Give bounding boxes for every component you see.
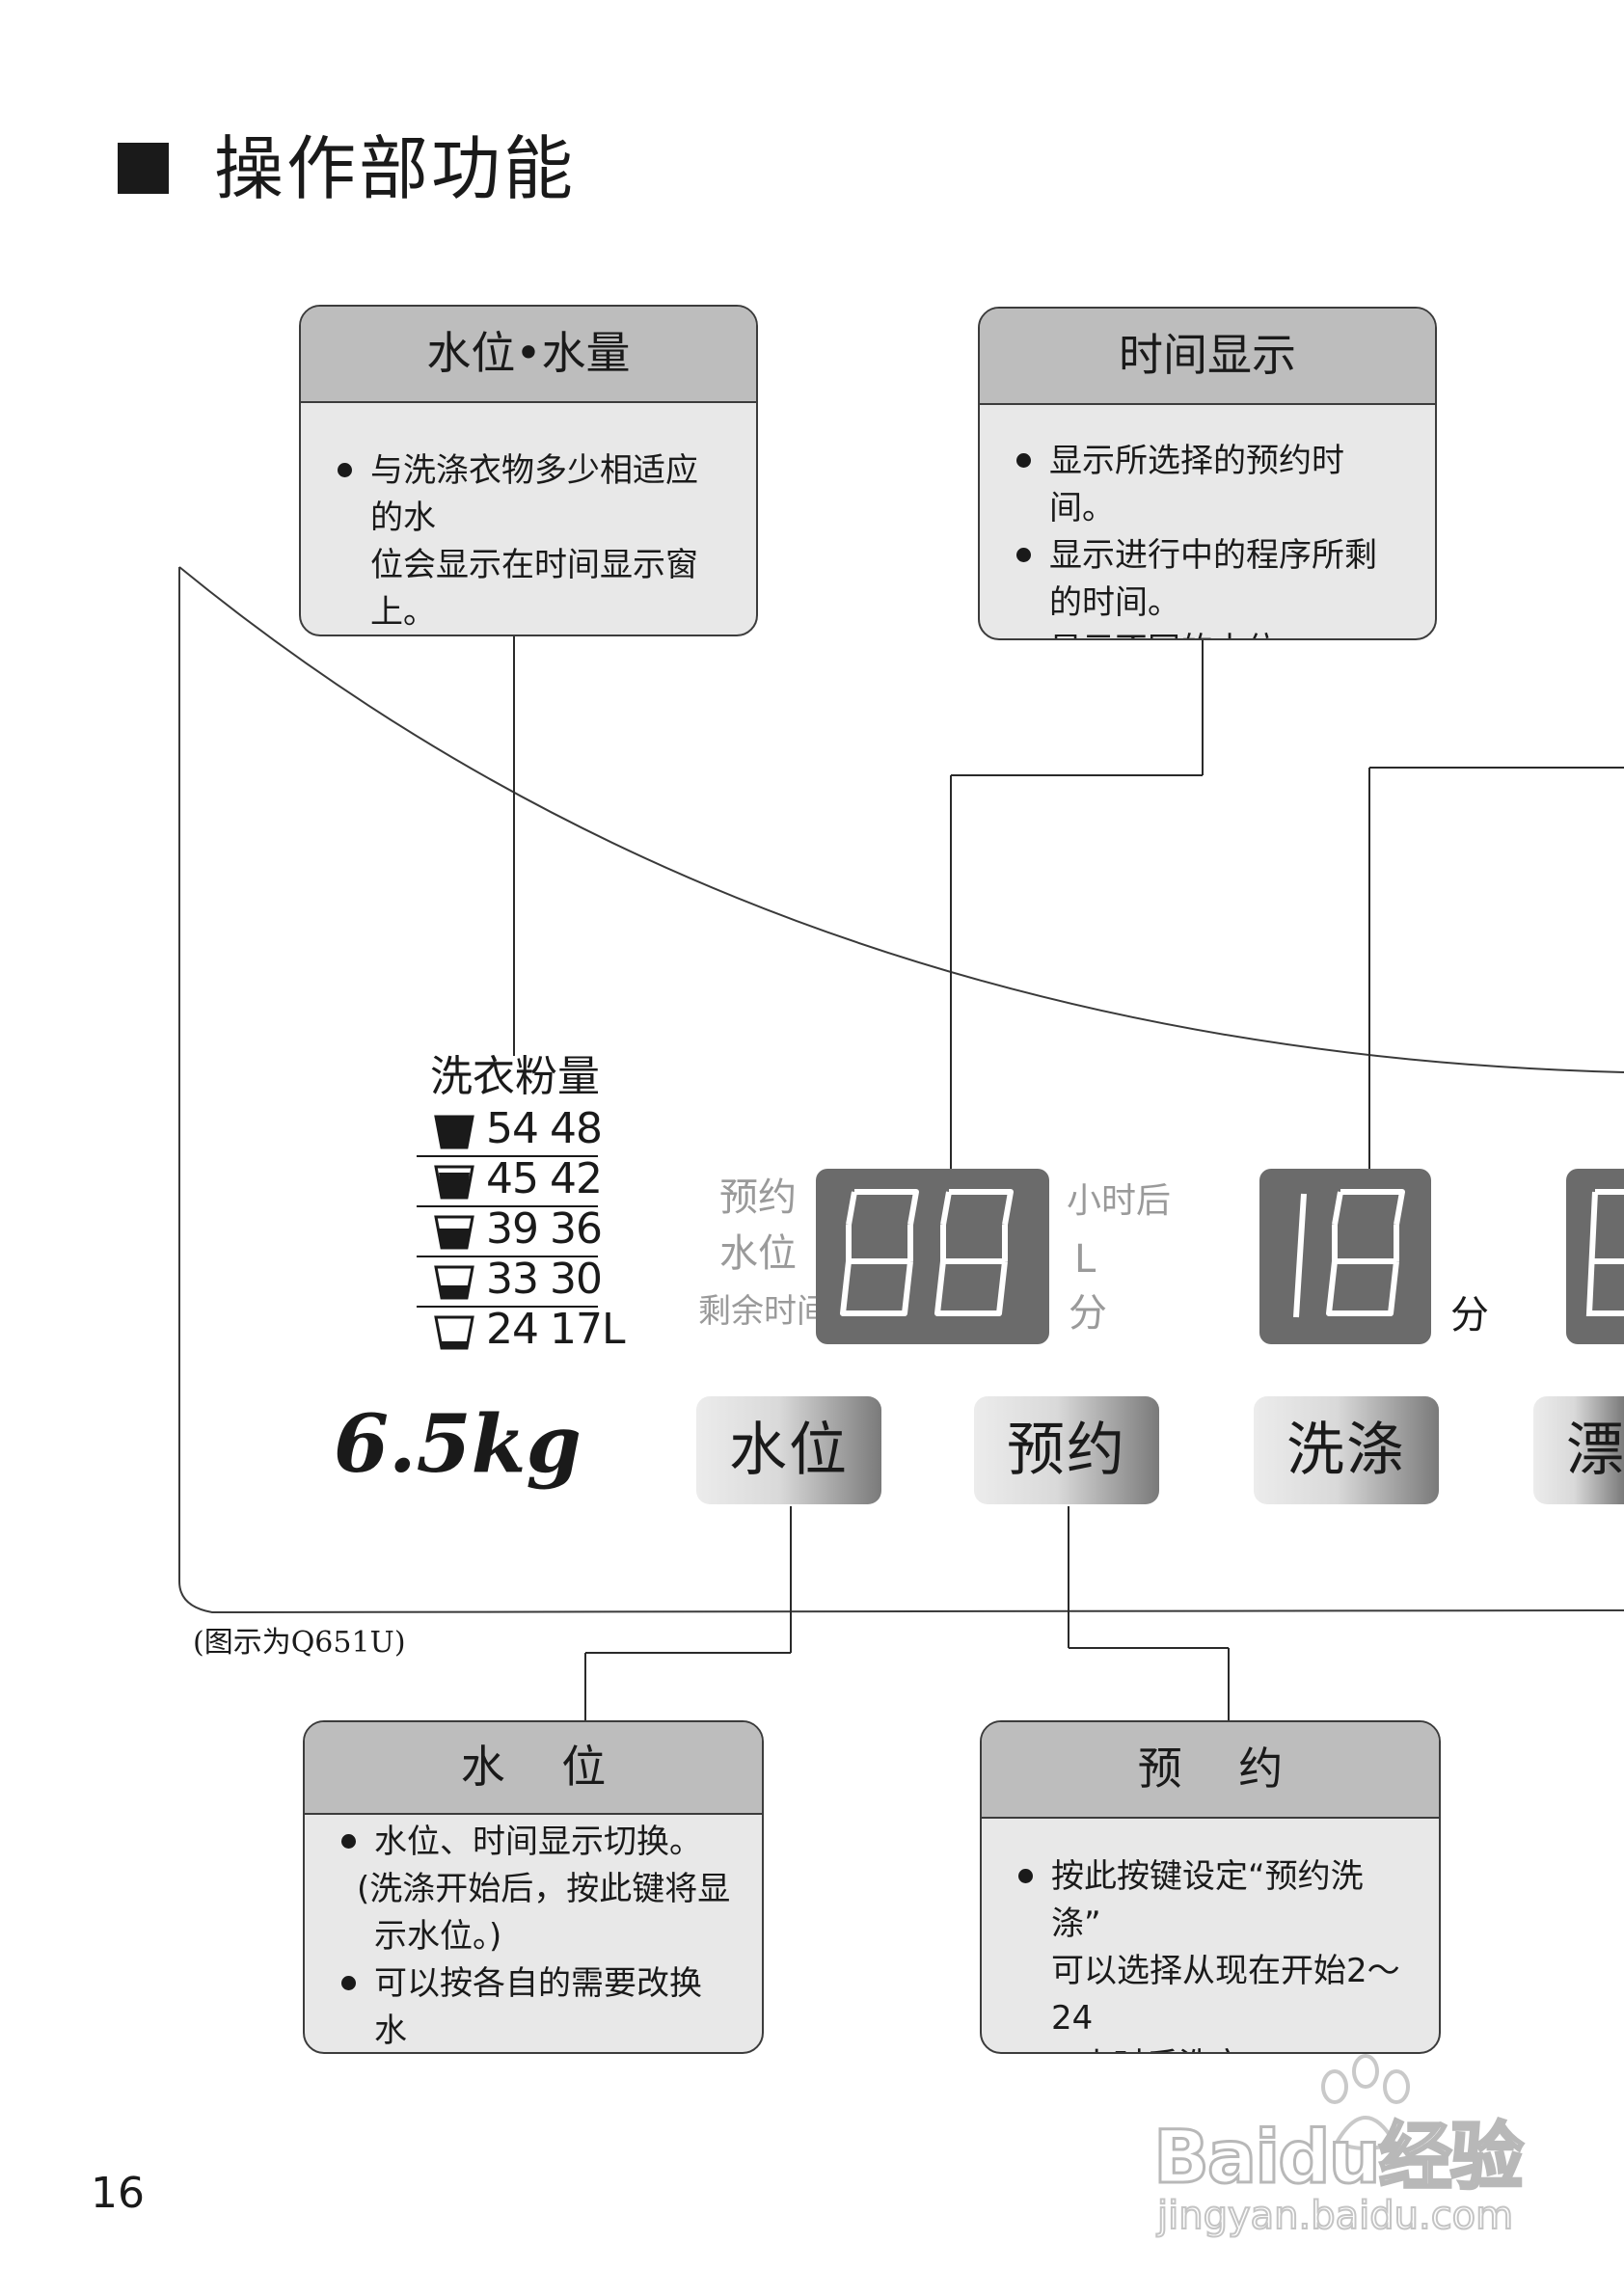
title-square-icon <box>118 143 169 194</box>
bullet-dot-icon <box>341 1976 356 1990</box>
water-level-button[interactable]: 水位 <box>696 1396 881 1504</box>
callout-water-level-volume: 水位•水量 与洗涤衣物多少相适应的水位会显示在时间显示窗上。 <box>299 305 758 636</box>
callout-bullet: 显示不同的水位。 <box>1009 627 1406 638</box>
detergent-cup-icon <box>434 1115 474 1149</box>
wash-button[interactable]: 洗涤 <box>1254 1396 1439 1504</box>
callout-bullet: 显示进行中的程序所剩的时间。 <box>1009 532 1406 627</box>
bullet-dot-icon <box>1016 548 1031 562</box>
bullet-dot-icon <box>1016 453 1031 468</box>
detergent-title: 洗衣粉量 <box>430 1052 600 1101</box>
led-digits <box>1585 1189 1624 1316</box>
display-label-remaining-time: 剩余时间 <box>698 1292 829 1331</box>
callout-title: 水位•水量 <box>301 307 756 403</box>
detergent-cup-icon <box>434 1315 474 1350</box>
paw-logo-icon <box>1321 2054 1410 2150</box>
watermark-url: jingyan.baidu.com <box>1156 2194 1514 2238</box>
bullet-dot-icon <box>1018 1869 1033 1883</box>
figure-caption: (图示为Q651U) <box>193 1626 406 1660</box>
callout-note: (洗涤开始后，按此键将显示水位。) <box>357 1870 731 1956</box>
time-display-window <box>816 1169 1049 1344</box>
watermark-brand: Baidu经验 <box>1152 2113 1526 2201</box>
detergent-cup-icon <box>434 1165 474 1200</box>
callout-water-level-button: 水 位 水位、时间显示切换。 (洗涤开始后，按此键将显示水位。) 可以按各自的需… <box>303 1720 764 2054</box>
capacity-label: 6.5kg <box>334 1398 582 1491</box>
baidu-jingyan-watermark: Baidu经验 jingyan.baidu.com <box>1152 2054 1539 2238</box>
display-label-liters: L <box>1074 1237 1096 1282</box>
callout-title: 时间显示 <box>980 309 1435 405</box>
rinse-button[interactable]: 漂 <box>1533 1396 1624 1504</box>
callout-bullet: 与洗涤衣物多少相适应的水位会显示在时间显示窗上。 <box>330 447 727 635</box>
display-label-water-level: 水位 <box>719 1231 797 1276</box>
page-number: 16 <box>91 2169 145 2218</box>
page-title: 操作部功能 <box>214 128 577 209</box>
callout-bullet: 水位、时间显示切换。 <box>334 1819 733 1866</box>
bullet-dot-icon <box>338 463 352 477</box>
detergent-cup-icon <box>434 1215 474 1250</box>
callout-title: 水 位 <box>305 1722 762 1815</box>
callout-bullet: 显示所选择的预约时间。 <box>1009 438 1406 532</box>
callout-bullet: 按此按键设定“预约洗涤”可以选择从现在开始2～24小时后洗完。 <box>1011 1853 1410 2052</box>
display-label-hours-later: 小时后 <box>1067 1181 1172 1221</box>
rinse-time-display <box>1566 1169 1624 1344</box>
led-digits <box>840 1189 1014 1316</box>
wash-minutes-unit: 分 <box>1450 1293 1489 1337</box>
display-label-reservation: 预约 <box>719 1175 797 1220</box>
callout-bullet: 可以按各自的需要改换水位。 <box>334 1960 733 2052</box>
callout-reservation-button: 预 约 按此按键设定“预约洗涤”可以选择从现在开始2～24小时后洗完。 <box>980 1720 1441 2054</box>
led-digits <box>1293 1189 1405 1318</box>
detergent-cup-icon <box>434 1265 474 1300</box>
reservation-button[interactable]: 预约 <box>974 1396 1159 1504</box>
callout-title: 预 约 <box>982 1722 1439 1819</box>
bullet-dot-icon <box>341 1834 356 1849</box>
wash-time-display <box>1259 1169 1431 1344</box>
display-label-minutes: 分 <box>1069 1291 1107 1336</box>
